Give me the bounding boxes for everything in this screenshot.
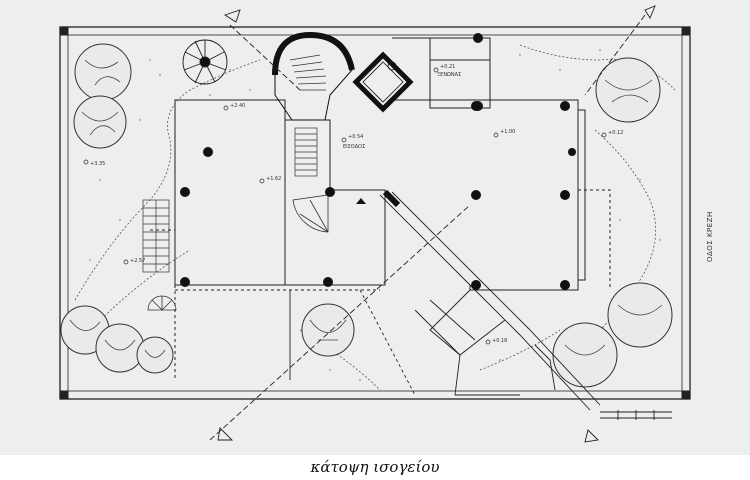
- columns: [180, 33, 576, 290]
- tree-bottom-left-2: [95, 323, 145, 373]
- diagonal-axis: [209, 14, 646, 441]
- tree-top-left: [74, 43, 132, 101]
- level-top-left: +2.40: [230, 103, 245, 109]
- tree-bottom-right: [552, 322, 618, 388]
- entrance-arrow-icon: [356, 198, 366, 204]
- level-guest: +0.21: [440, 64, 455, 70]
- left-stair: [142, 199, 170, 273]
- plan-caption: κάτοψη ισογείου: [310, 458, 440, 476]
- level-bottom-right: +0.18: [492, 338, 507, 344]
- level-right-garden: +0.12: [608, 130, 623, 136]
- level-left: +1.62: [266, 176, 281, 182]
- semicircle-stair: [147, 295, 177, 311]
- diamond-tower: [352, 51, 414, 113]
- tree-bottom-center: [301, 303, 355, 357]
- quarter-stair: [292, 194, 329, 233]
- ground-texture: [89, 49, 661, 381]
- label-guest: ΞΕΝΩΝΑΣ: [437, 72, 461, 78]
- level-main-right: +1.00: [500, 129, 515, 135]
- level-left-lower: +2.57: [130, 258, 145, 264]
- floor-plan-drawing: +0.54 ΕΙΣΟΔΟΣ +0.21 ΞΕΝΩΝΑΣ +1.00 +1.62 …: [0, 0, 750, 455]
- entrance-stair: [294, 127, 318, 177]
- label-entrance: ΕΙΣΟΔΟΣ: [343, 144, 365, 150]
- stair-tower: [272, 31, 355, 121]
- tree-left-mid: [73, 95, 127, 149]
- street-label: ΟΔΟΣ ΚΡΕΖΗ: [706, 211, 714, 262]
- site-boundary: [59, 26, 691, 400]
- level-left-upper: +3.35: [90, 161, 105, 167]
- plan-svg: +0.54 ΕΙΣΟΔΟΣ +0.21 ΞΕΝΩΝΑΣ +1.00 +1.62 …: [59, 5, 714, 443]
- level-entrance: +0.54: [348, 134, 363, 140]
- tree-top-right: [595, 57, 661, 123]
- tree-right-mid: [607, 282, 673, 348]
- level-marker-icons: [83, 67, 607, 345]
- section-markers: [217, 5, 672, 443]
- tree-bottom-left-3: [136, 336, 174, 374]
- spiral-stair-top-left: [182, 39, 228, 85]
